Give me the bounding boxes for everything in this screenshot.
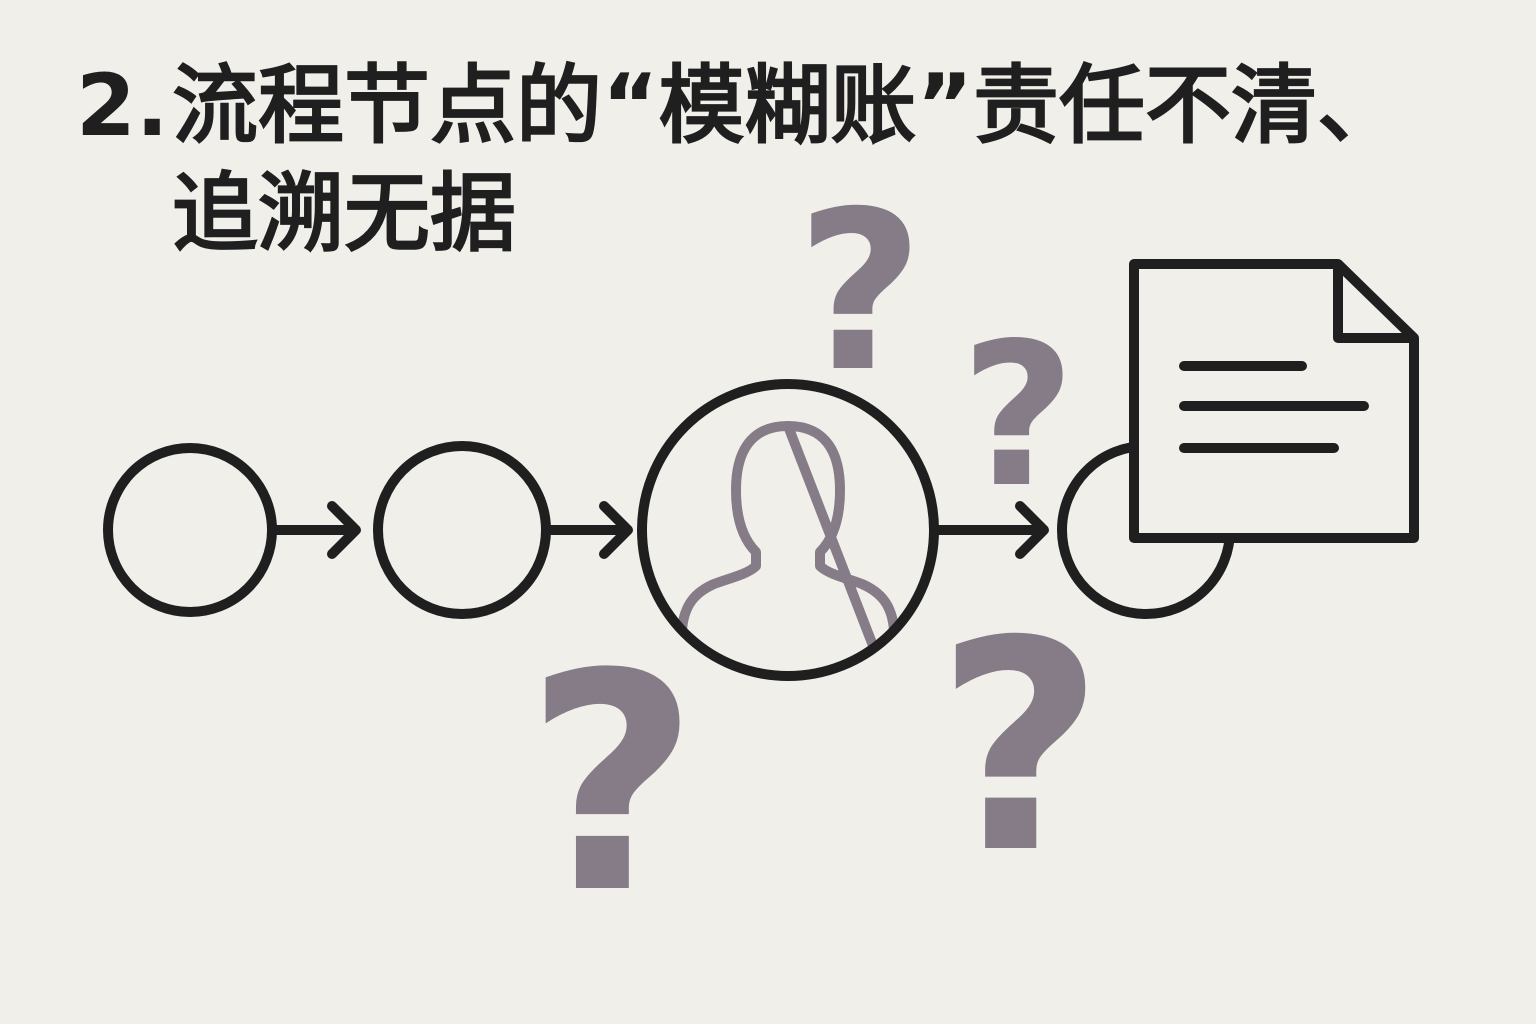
title-line-1: 流程节点的“模糊账”责任不清、 (172, 56, 1404, 156)
question-mark-3: ? (525, 610, 699, 959)
title-number: 2. (76, 56, 169, 156)
person-icon (677, 421, 899, 674)
process-node-2 (373, 441, 551, 619)
arrow-right-icon-3 (933, 501, 1049, 559)
arrow-right-icon-1 (271, 501, 361, 559)
arrow-right-icon-2 (545, 501, 633, 559)
title-line-2: 追溯无据 (172, 164, 516, 264)
process-node-1 (103, 443, 277, 617)
question-mark-2: ? (961, 300, 1076, 531)
page-title: 2.流程节点的“模糊账”责任不清、追溯无据 (76, 52, 1456, 268)
question-mark-4: ? (936, 580, 1104, 917)
question-mark-1: ? (796, 164, 924, 420)
document-icon (1129, 259, 1419, 543)
